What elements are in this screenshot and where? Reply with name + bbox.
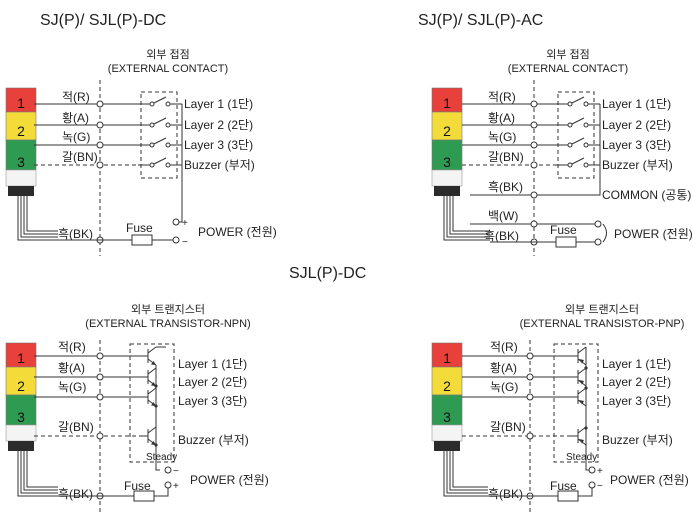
wire-amber: 황(A) xyxy=(58,361,85,375)
output-layer1: Layer 1 (1단) xyxy=(602,97,671,111)
title-sjl-dc: SJL(P)-DC xyxy=(289,265,366,282)
output-layer1: Layer 1 (1단) xyxy=(184,97,253,111)
output-layer1: Layer 1 (1단) xyxy=(178,357,247,371)
header-en: (EXTERNAL TRANSISTOR-PNP) xyxy=(520,318,685,330)
tier-3-label: 3 xyxy=(443,154,451,170)
output-layer2: Layer 2 (2단) xyxy=(602,118,671,132)
tier-3-label: 3 xyxy=(17,154,25,170)
output-layer1: Layer 1 (1단) xyxy=(602,357,671,371)
output-buzzer: Buzzer (부저) xyxy=(602,158,673,172)
wire-white: 백(W) xyxy=(488,209,518,223)
header-en: (EXTERNAL CONTACT) xyxy=(108,63,228,75)
tier-1-label: 1 xyxy=(443,350,451,366)
power-label: POWER (전원) xyxy=(610,473,689,487)
header-ko: 외부 접점 xyxy=(546,48,590,61)
tier-2-label: 2 xyxy=(443,378,451,394)
tier-3-label: 3 xyxy=(443,409,451,425)
wire-brown: 갈(BN) xyxy=(488,150,524,164)
tier-2-label: 2 xyxy=(443,123,451,139)
output-layer2: Layer 2 (2단) xyxy=(184,118,253,132)
output-layer3: Layer 3 (3단) xyxy=(178,394,247,408)
output-layer3: Layer 3 (3단) xyxy=(184,138,253,152)
title-dc: SJ(P)/ SJL(P)-DC xyxy=(40,12,166,29)
power-label: POWER (전원) xyxy=(198,225,277,239)
panel-ac-contact: 외부 접점 (EXTERNAL CONTACT) 1 2 3 적(R) 황(A)… xyxy=(431,48,693,256)
output-buzzer: Buzzer (부저) xyxy=(178,433,249,447)
wire-green: 녹(G) xyxy=(58,380,86,394)
output-common: COMMON (공통) xyxy=(602,188,691,202)
wire-red: 적(R) xyxy=(488,90,516,104)
tier-1-label: 1 xyxy=(17,95,25,111)
tier-1-label: 1 xyxy=(443,95,451,111)
wire-black: 흑(BK) xyxy=(58,487,93,501)
panel-dc-contact: 외부 접점 (EXTERNAL CONTACT) 1 2 3 적(R) 황(A)… xyxy=(5,48,277,256)
wire-green: 녹(G) xyxy=(62,130,90,144)
output-buzzer: Buzzer (부저) xyxy=(184,158,255,172)
plus-sign: + xyxy=(597,466,603,477)
wire-amber: 황(A) xyxy=(490,361,517,375)
wire-black: 흑(BK) xyxy=(58,227,93,241)
output-layer2: Layer 2 (2단) xyxy=(178,375,247,389)
tier-1-label: 1 xyxy=(17,350,25,366)
output-buzzer: Buzzer (부저) xyxy=(602,433,673,447)
output-layer3: Layer 3 (3단) xyxy=(602,138,671,152)
panel-npn: 외부 트랜지스터 (EXTERNAL TRANSISTOR-NPN) 1 2 3… xyxy=(5,303,269,512)
wire-amber: 황(A) xyxy=(62,111,89,125)
fuse-label: Fuse xyxy=(550,223,577,237)
wire-red: 적(R) xyxy=(58,340,86,354)
wire-black: 흑(BK) xyxy=(488,487,523,501)
output-layer2: Layer 2 (2단) xyxy=(602,375,671,389)
plus-sign: + xyxy=(173,481,179,492)
fuse-label: Fuse xyxy=(124,479,151,493)
steady-label: Steady xyxy=(566,452,597,463)
tier-3-label: 3 xyxy=(17,409,25,425)
tier-2-label: 2 xyxy=(17,378,25,394)
wire-amber: 황(A) xyxy=(488,111,515,125)
plus-sign: + xyxy=(182,218,188,229)
minus-sign: − xyxy=(182,237,188,248)
wire-black-2: 흑(BK) xyxy=(484,229,519,243)
steady-label: Steady xyxy=(146,452,177,463)
power-label: POWER (전원) xyxy=(190,473,269,487)
wire-green: 녹(G) xyxy=(490,380,518,394)
tier-2-label: 2 xyxy=(17,123,25,139)
header-ko: 외부 트랜지스터 xyxy=(131,303,205,316)
wire-green: 녹(G) xyxy=(488,130,516,144)
header-en: (EXTERNAL TRANSISTOR-NPN) xyxy=(85,318,250,330)
wire-red: 적(R) xyxy=(490,340,518,354)
wire-brown: 갈(BN) xyxy=(490,420,526,434)
minus-sign: − xyxy=(173,466,179,477)
power-label: POWER (전원) xyxy=(614,227,693,241)
minus-sign: − xyxy=(597,481,603,492)
fuse-label: Fuse xyxy=(126,221,153,235)
wire-black: 흑(BK) xyxy=(488,180,523,194)
title-ac: SJ(P)/ SJL(P)-AC xyxy=(418,12,543,29)
header-ko: 외부 접점 xyxy=(146,48,190,61)
wire-brown: 갈(BN) xyxy=(62,150,98,164)
fuse-label: Fuse xyxy=(550,479,577,493)
header-ko: 외부 트랜지스터 xyxy=(565,303,639,316)
wire-red: 적(R) xyxy=(62,90,90,104)
panel-pnp: 외부 트랜지스터 (EXTERNAL TRANSISTOR-PNP) 1 2 3… xyxy=(431,303,689,512)
output-layer3: Layer 3 (3단) xyxy=(602,394,671,408)
wire-brown: 갈(BN) xyxy=(58,420,94,434)
header-en: (EXTERNAL CONTACT) xyxy=(508,63,628,75)
